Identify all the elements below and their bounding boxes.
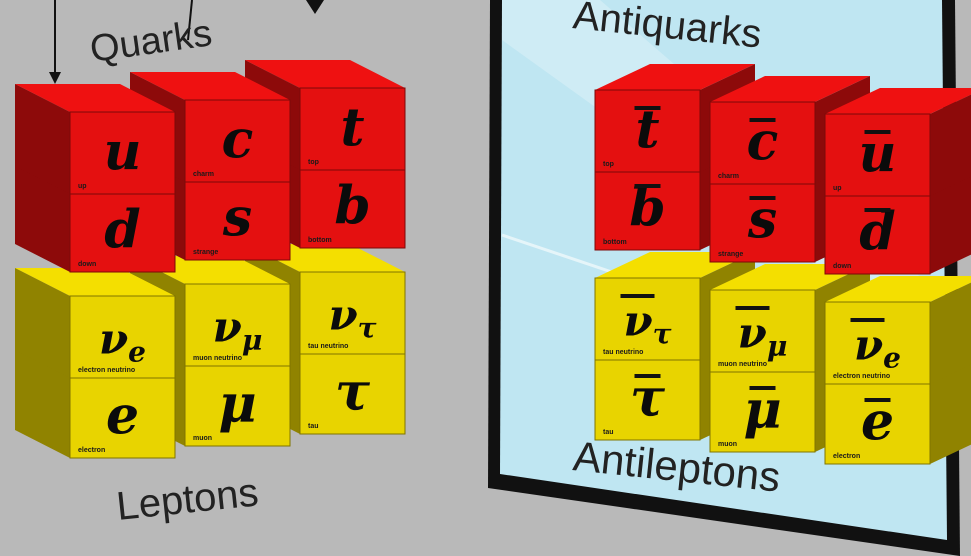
particle-name: up	[78, 183, 87, 190]
cube-front-face	[69, 375, 176, 459]
cube-top-face	[595, 64, 755, 90]
cube-front-face	[594, 89, 701, 173]
cube-front-face	[184, 283, 291, 367]
particle-name: strange	[193, 249, 218, 256]
cube-front-face	[709, 101, 816, 185]
cube-front-face	[184, 177, 291, 261]
particle-symbol: e	[106, 385, 139, 446]
cube-front-face	[184, 363, 291, 447]
particle-symbol: νe	[854, 320, 901, 374]
arrow-1-head	[49, 72, 61, 84]
cube-front-face	[709, 179, 816, 263]
cube-side-face	[930, 94, 971, 196]
cube-side-face	[15, 84, 70, 194]
particle-name: tau	[603, 429, 614, 436]
cube-side-face	[15, 162, 70, 272]
particle-name: tau neutrino	[308, 343, 348, 350]
cube-front-face	[824, 301, 931, 385]
arrow-3-head	[306, 0, 324, 14]
particle-symbol: νμ	[213, 302, 263, 356]
particle-symbol: s	[222, 187, 252, 248]
cube-side-face	[930, 282, 971, 384]
particle-symbol: νμ	[738, 308, 788, 362]
cube-front-face	[709, 289, 816, 373]
particle-symbol: c	[222, 109, 254, 170]
cube-front-face	[299, 271, 406, 355]
particle-name: electron neutrino	[78, 367, 135, 374]
cube-top-face	[245, 60, 405, 88]
particle-name: top	[603, 161, 614, 168]
particle-symbol: t	[340, 97, 364, 158]
particle-name: down	[78, 261, 96, 268]
quarks-label: Quarks	[87, 12, 214, 71]
cube-front-face	[709, 369, 816, 453]
particle-cube-anti-up: uup	[824, 88, 971, 197]
particle-symbol: τ	[335, 361, 371, 422]
particle-name: bottom	[603, 239, 627, 246]
leptons-label: Leptons	[114, 470, 260, 529]
particle-symbol: u	[104, 121, 142, 182]
cube-top-face	[825, 88, 971, 114]
cube-side-face	[930, 172, 971, 274]
particle-name: muon neutrino	[718, 361, 767, 368]
cube-front-face	[824, 381, 931, 465]
cube-side-face	[15, 348, 70, 458]
cube-front-face	[824, 191, 931, 275]
cube-top-face	[130, 72, 290, 100]
particle-symbol: d	[104, 199, 140, 260]
pointer-arrows	[49, 0, 324, 84]
cube-front-face	[184, 99, 291, 183]
particle-name: muon neutrino	[193, 355, 242, 362]
particle-cube-up: u up	[15, 84, 176, 195]
cube-front-face	[824, 113, 931, 197]
arrow-2-line	[187, 0, 193, 41]
cube-top-face	[15, 268, 175, 296]
particle-symbol: νe	[99, 314, 146, 368]
cube-front-face	[299, 165, 406, 249]
particle-name: muon	[718, 441, 737, 448]
particle-name: electron	[833, 453, 860, 460]
cube-front-face	[594, 277, 701, 361]
particle-name: up	[833, 185, 842, 192]
particle-name: bottom	[308, 237, 332, 244]
particle-name: tau	[308, 423, 319, 430]
particle-name: electron	[78, 447, 105, 454]
particle-name: charm	[193, 171, 214, 178]
cube-side-face	[930, 362, 971, 464]
cube-top-face	[825, 276, 971, 302]
particle-name: strange	[718, 251, 743, 258]
cube-front-face	[594, 357, 701, 441]
particle-name: muon	[193, 435, 212, 442]
particle-symbol: μ	[218, 373, 256, 434]
particle-name: electron neutrino	[833, 373, 890, 380]
cube-top-face	[15, 84, 175, 112]
particle-name: down	[833, 263, 851, 270]
particle-name: tau neutrino	[603, 349, 643, 356]
particle-symbol: ντ	[624, 296, 672, 350]
cube-side-face	[15, 268, 70, 378]
cube-front-face	[69, 111, 176, 195]
cube-top-face	[710, 76, 870, 102]
cube-front-face	[69, 295, 176, 379]
particle-symbol: ντ	[329, 290, 377, 344]
particle-name: charm	[718, 173, 739, 180]
cube-front-face	[299, 87, 406, 171]
particle-name: top	[308, 159, 319, 166]
particle-symbol: b	[334, 175, 370, 236]
